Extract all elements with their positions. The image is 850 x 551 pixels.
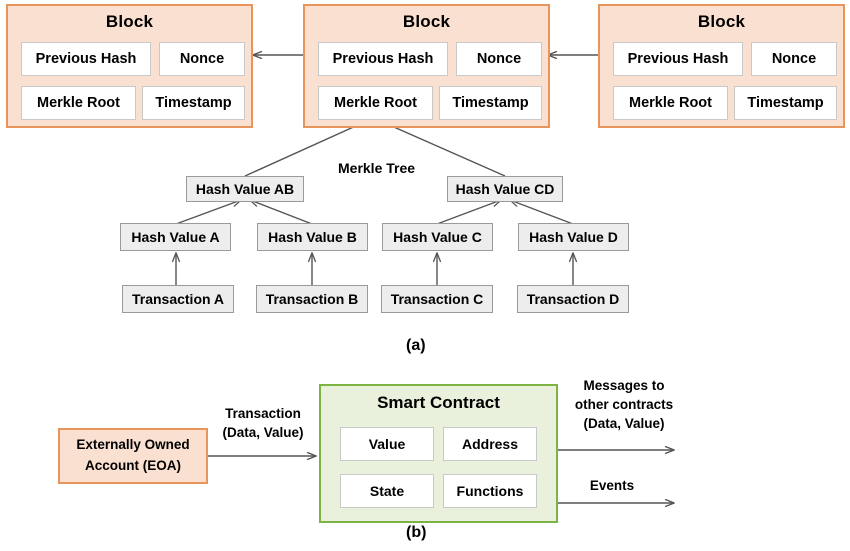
- block-field-nonce[interactable]: Nonce: [159, 42, 245, 76]
- block-card-1[interactable]: Block Previous Hash Nonce Merkle Root Ti…: [6, 4, 253, 128]
- contract-field-state[interactable]: State: [340, 474, 434, 508]
- block-field-nonce[interactable]: Nonce: [751, 42, 837, 76]
- block-field-timestamp[interactable]: Timestamp: [142, 86, 245, 120]
- block-field-previous-hash[interactable]: Previous Hash: [21, 42, 151, 76]
- block-title: Block: [402, 12, 451, 31]
- merkle-node-hash-value-a[interactable]: Hash Value A: [120, 223, 231, 251]
- transaction-node-c[interactable]: Transaction C: [381, 285, 493, 313]
- smart-contract-title: Smart Contract: [377, 393, 500, 412]
- merkle-node-hash-value-d[interactable]: Hash Value D: [518, 223, 629, 251]
- edge-hashc-to-hashcd: [436, 200, 501, 225]
- contract-field-value[interactable]: Value: [340, 427, 434, 461]
- flow-label-events: Events: [576, 476, 648, 495]
- flow-label-messages-line2: other contracts: [574, 397, 674, 413]
- smart-contract-box[interactable]: Smart Contract Value Address State Funct…: [319, 384, 558, 523]
- figure-caption-b: (b): [406, 524, 427, 541]
- contract-field-functions[interactable]: Functions: [443, 474, 537, 508]
- block-field-nonce[interactable]: Nonce: [456, 42, 542, 76]
- flow-label-transaction-line2: (Data, Value): [222, 425, 304, 441]
- block-field-merkle-root[interactable]: Merkle Root: [613, 86, 728, 120]
- eoa-label-line2: Account (EOA): [85, 458, 181, 473]
- contract-field-address[interactable]: Address: [443, 427, 537, 461]
- transaction-node-d[interactable]: Transaction D: [517, 285, 629, 313]
- merkle-node-hash-value-ab[interactable]: Hash Value AB: [186, 176, 304, 202]
- transaction-node-a[interactable]: Transaction A: [122, 285, 234, 313]
- block-field-previous-hash[interactable]: Previous Hash: [318, 42, 448, 76]
- block-field-merkle-root[interactable]: Merkle Root: [318, 86, 433, 120]
- figure-caption-a: (a): [406, 337, 426, 354]
- edge-hashd-to-hashcd: [510, 200, 574, 225]
- flow-label-messages-to-other-contracts: Messages to other contracts (Data, Value…: [565, 376, 683, 433]
- block-field-previous-hash[interactable]: Previous Hash: [613, 42, 743, 76]
- block-field-merkle-root[interactable]: Merkle Root: [21, 86, 136, 120]
- merkle-node-hash-value-b[interactable]: Hash Value B: [257, 223, 368, 251]
- block-card-2[interactable]: Block Previous Hash Nonce Merkle Root Ti…: [303, 4, 550, 128]
- edge-hasha-to-hashab: [175, 200, 241, 225]
- externally-owned-account-box[interactable]: Externally Owned Account (EOA): [58, 428, 208, 484]
- block-title: Block: [105, 12, 154, 31]
- merkle-node-hash-value-cd[interactable]: Hash Value CD: [447, 176, 563, 202]
- flow-label-transaction: Transaction (Data, Value): [213, 404, 313, 442]
- block-field-timestamp[interactable]: Timestamp: [734, 86, 837, 120]
- flow-label-messages-line1: Messages to: [583, 378, 665, 393]
- edge-hashb-to-hashab: [250, 200, 313, 225]
- eoa-label-line1: Externally Owned: [76, 437, 190, 453]
- merkle-tree-label: Merkle Tree: [338, 160, 416, 176]
- flow-label-messages-line3: (Data, Value): [583, 416, 665, 432]
- flow-label-transaction-line1: Transaction: [225, 406, 301, 421]
- block-title: Block: [697, 12, 746, 31]
- transaction-node-b[interactable]: Transaction B: [256, 285, 368, 313]
- merkle-node-hash-value-c[interactable]: Hash Value C: [382, 223, 493, 251]
- block-field-timestamp[interactable]: Timestamp: [439, 86, 542, 120]
- block-card-3[interactable]: Block Previous Hash Nonce Merkle Root Ti…: [598, 4, 845, 128]
- flow-label-events-line1: Events: [589, 478, 635, 493]
